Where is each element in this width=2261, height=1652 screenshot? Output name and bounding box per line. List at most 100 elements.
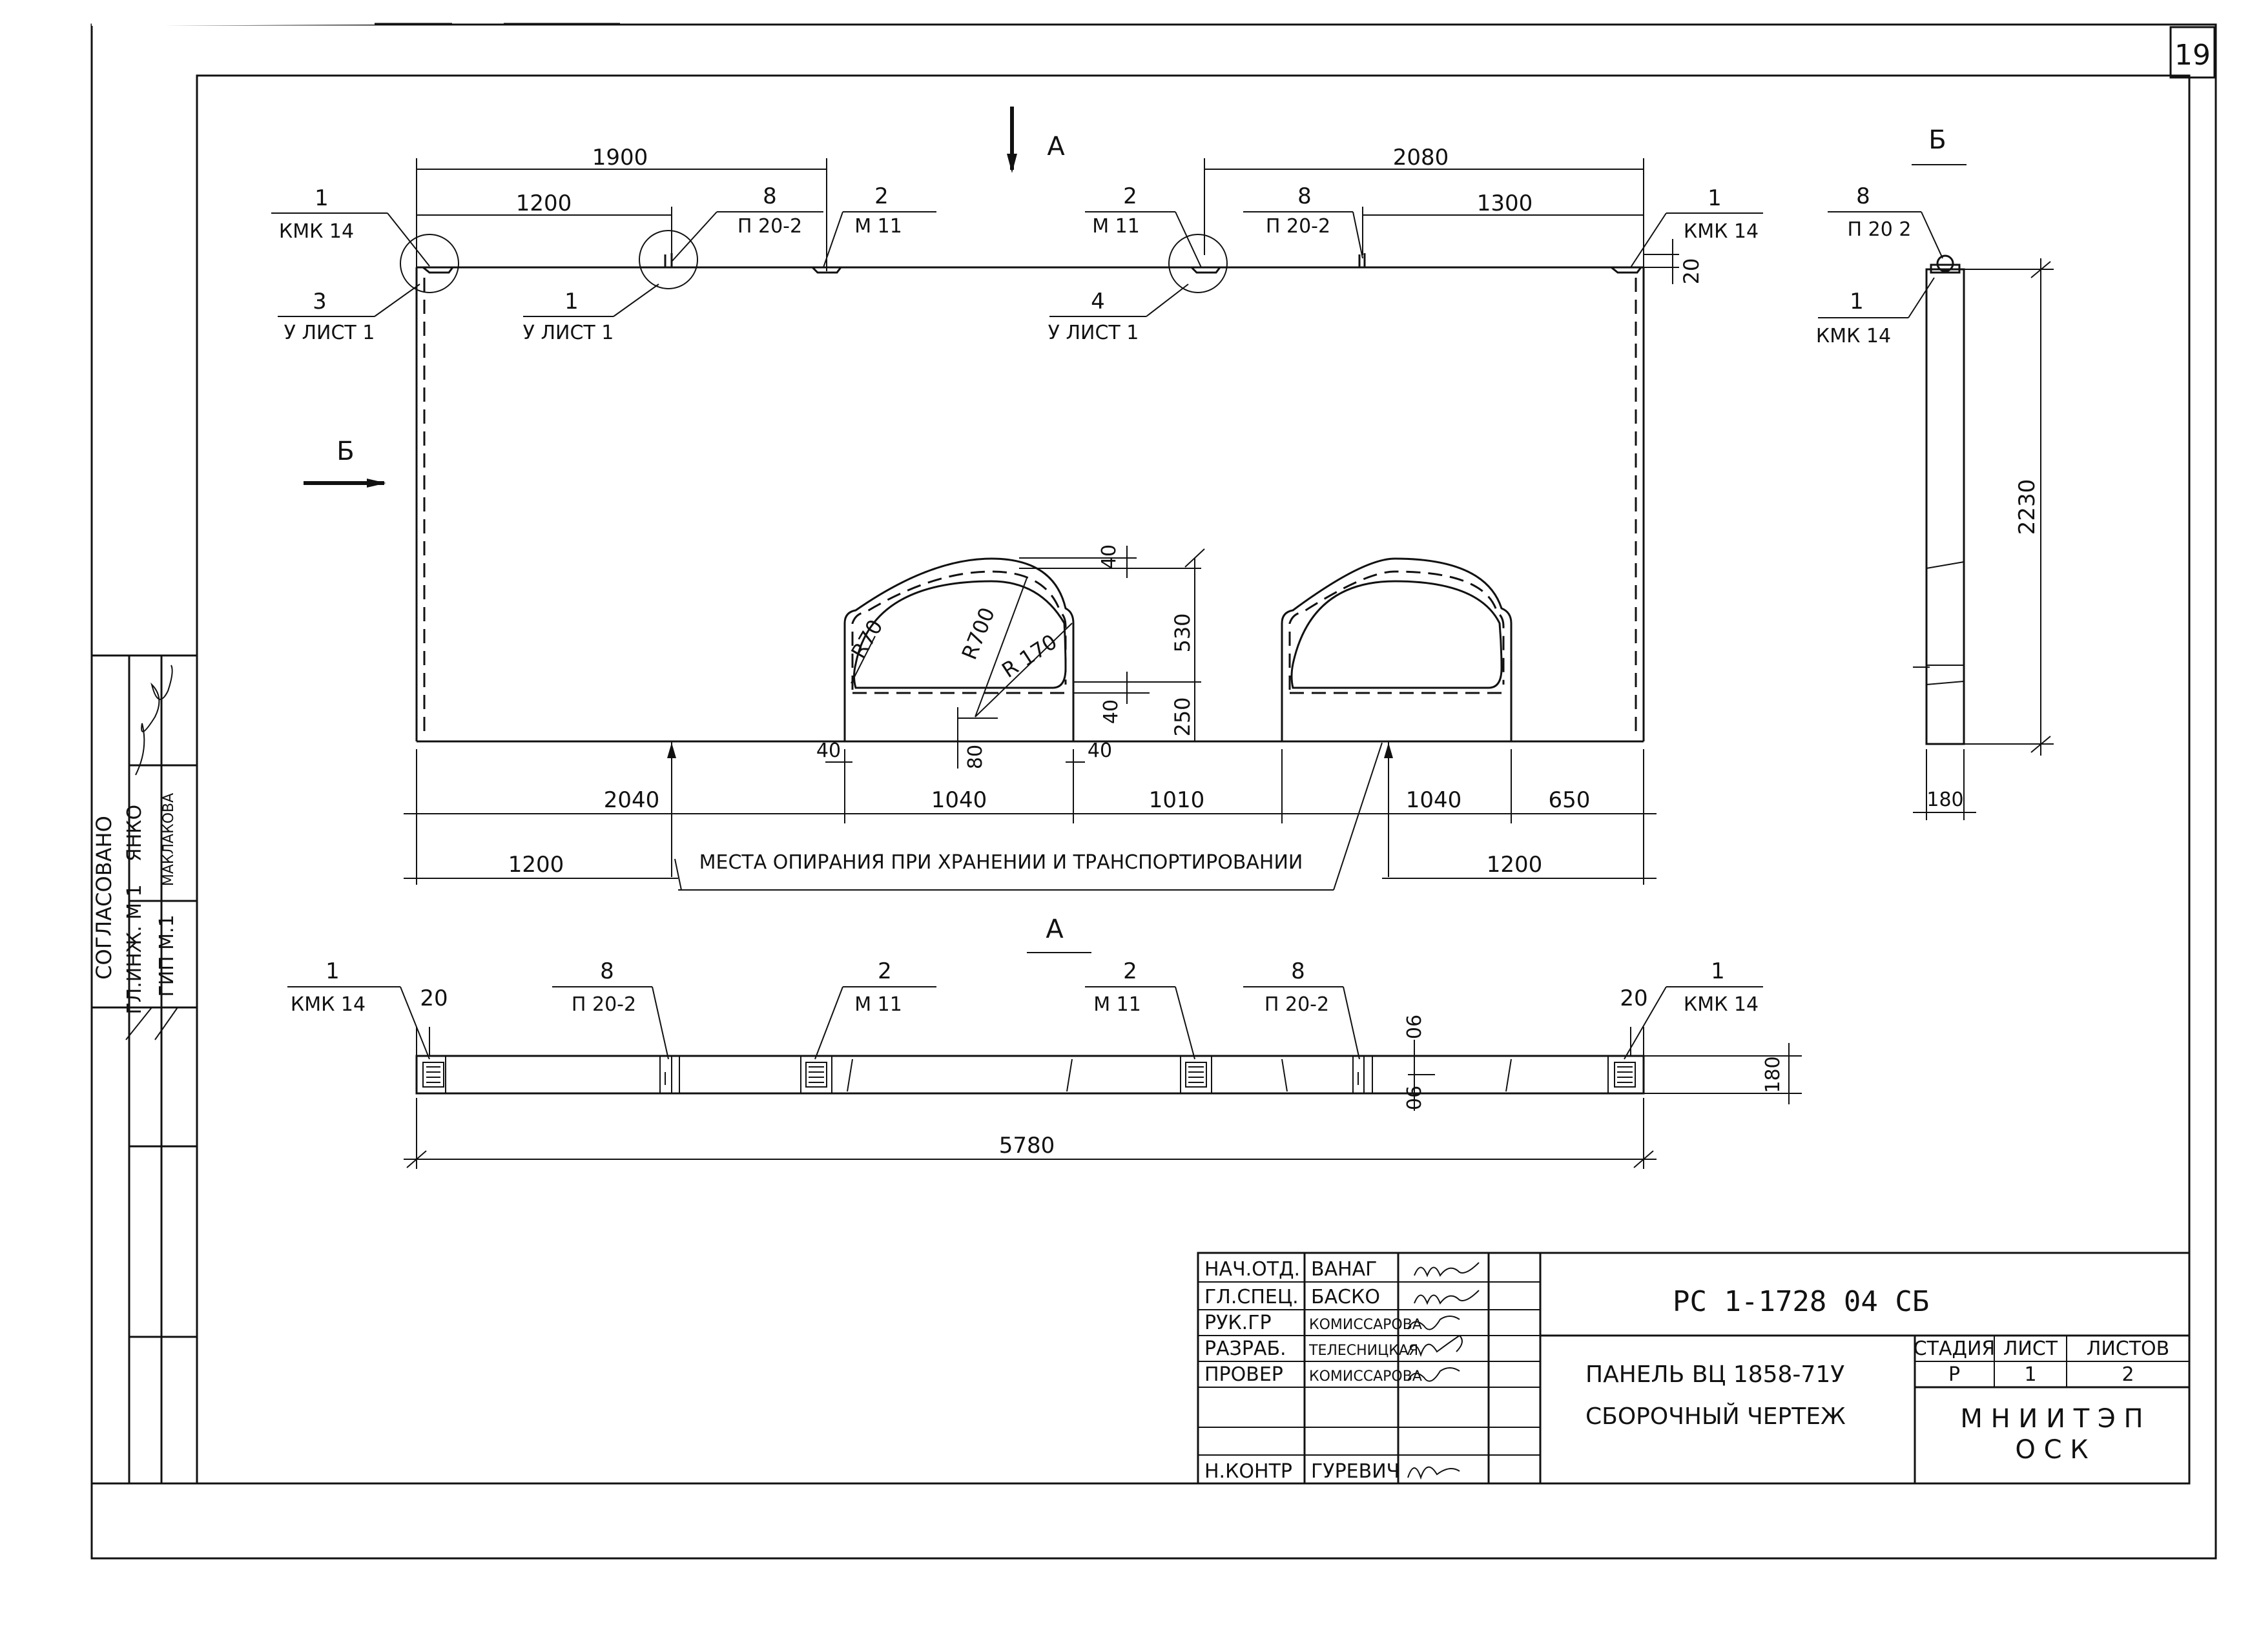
node-ref-leaders: 3 У ЛИСТ 1 1 У ЛИСТ 1 4 У ЛИСТ 1 — [278, 284, 1189, 344]
dim-1040-a: 1040 — [931, 787, 987, 813]
staff-name-4: ТЕЛЕСНИЦКАЯ — [1308, 1343, 1418, 1359]
staff-role-4: РАЗРАБ. — [1204, 1337, 1286, 1360]
dim-40-left: 40 — [816, 739, 841, 762]
section-a-edge-right: 20 — [1620, 986, 1647, 1011]
node-ref-1-num: 1 — [564, 289, 579, 315]
section-a-leader-5-label: П 20-2 — [1265, 993, 1329, 1016]
leader-top-3-num: 2 — [874, 183, 889, 209]
node-ref-1-label: У ЛИСТ 1 — [523, 322, 614, 344]
dim-20-edge: 20 — [1679, 258, 1704, 285]
leader-top-1-num: 1 — [315, 185, 329, 211]
leader-top-5-label: П 20-2 — [1266, 215, 1330, 238]
section-a-leader-2-label: П 20-2 — [572, 993, 636, 1016]
section-a-leader-5-num: 8 — [1291, 958, 1305, 984]
panel-name: ПАНЕЛЬ ВЦ 1858-71У — [1585, 1361, 1844, 1388]
org-line-2: О С К — [2015, 1435, 2088, 1465]
staff-role-7: Н.КОНТР — [1204, 1460, 1292, 1483]
header-stage: СТАДИЯ — [1914, 1337, 1996, 1360]
node-ref-3-label: У ЛИСТ 1 — [284, 322, 375, 344]
radius-r700: R700 — [957, 604, 1000, 663]
opening-left — [843, 557, 1075, 741]
dim-650: 650 — [1549, 787, 1591, 813]
dim-1200-left: 1200 — [508, 852, 564, 878]
dim-2080: 2080 — [1393, 145, 1449, 170]
section-arrow-b-label: Б — [336, 437, 354, 466]
dim-80: 80 — [964, 745, 987, 769]
dim-250: 250 — [1170, 697, 1195, 736]
dim-2040: 2040 — [604, 787, 660, 813]
node-ref-4-num: 4 — [1091, 289, 1105, 315]
staff-name-1: ВАНАГ — [1311, 1258, 1377, 1281]
staff-name-7: ГУРЕВИЧ — [1311, 1460, 1399, 1483]
section-a-leader-6-label: КМК 14 — [1684, 993, 1759, 1016]
leader-top-6-num: 1 — [1708, 185, 1722, 211]
opening-right — [1281, 557, 1512, 741]
radius-r170: R 170 — [997, 629, 1061, 683]
section-b-title: Б — [1928, 125, 1946, 155]
section-b-view: Б 8 П 20 2 1 КМК 14 2230 180 — [1816, 125, 2054, 820]
opening-dimensions: 40 530 40 250 80 R700 R 170 R70 40 40 — [816, 544, 1205, 772]
section-a-leader-3-num: 2 — [878, 958, 892, 984]
leader-top-6-label: КМК 14 — [1684, 220, 1759, 243]
dim-1300: 1300 — [1477, 191, 1533, 216]
approval-name-1: ЯНКО — [123, 805, 146, 862]
section-b-leader-top-label: П 20 2 — [1848, 218, 1912, 241]
doc-code: РС 1-1728 04 СБ — [1673, 1285, 1929, 1318]
leader-top-2-num: 8 — [763, 183, 777, 209]
bottom-dimensions-2: 1200 1200 — [404, 852, 1657, 879]
value-stage: Р — [1948, 1363, 1960, 1386]
support-note: МЕСТА ОПИРАНИЯ ПРИ ХРАНЕНИИ И ТРАНСПОРТИ… — [699, 851, 1303, 874]
staff-role-2: ГЛ.СПЕЦ. — [1204, 1286, 1299, 1308]
approval-role-2: ГИП М.1 — [156, 914, 178, 996]
dim-1900: 1900 — [592, 145, 648, 170]
dim-40-mid: 40 — [1100, 699, 1122, 724]
node-circle-3 — [400, 234, 459, 293]
node-circle-4 — [1168, 234, 1228, 293]
staff-role-3: РУК.ГР — [1204, 1312, 1272, 1334]
section-b-height: 2230 — [2014, 479, 2040, 535]
section-a-leader-3-label: М 11 — [854, 993, 902, 1016]
signatures — [1407, 1262, 1480, 1480]
section-arrow-a-label: А — [1047, 132, 1065, 161]
header-sheets: ЛИСТОВ — [2087, 1337, 2169, 1360]
leader-top-5-num: 8 — [1297, 183, 1312, 209]
value-sheets: 2 — [2122, 1363, 2134, 1386]
value-sheet: 1 — [2024, 1363, 2036, 1386]
section-a-edge-left: 20 — [420, 986, 448, 1011]
staff-name-3: КОМИССАРОВА — [1309, 1317, 1422, 1333]
top-leaders: 1 КМК 14 8 П 20-2 2 М 11 2 М 11 8 П 20-2… — [271, 183, 1763, 268]
leader-top-4-num: 2 — [1123, 183, 1137, 209]
dim-1200-top: 1200 — [516, 191, 572, 216]
node-circle-1 — [639, 230, 698, 289]
section-b-leader-side-num: 1 — [1850, 289, 1864, 315]
section-a-view: А 1 КМК 14 8 — [287, 914, 1802, 1169]
dim-530: 530 — [1170, 613, 1195, 652]
dim-40-top: 40 — [1098, 544, 1120, 569]
org-line-1: М Н И И Т Э П — [1960, 1404, 2143, 1434]
staff-role-5: ПРОВЕР — [1204, 1363, 1283, 1386]
dim-1010: 1010 — [1149, 787, 1205, 813]
leader-top-1-label: КМК 14 — [279, 220, 354, 243]
approval-role-1: ГЛ.ИНЖ. М 1 — [123, 884, 146, 1014]
section-a-leader-6-num: 1 — [1711, 958, 1725, 984]
header-sheet: ЛИСТ — [2003, 1337, 2058, 1360]
node-ref-4-label: У ЛИСТ 1 — [1048, 322, 1139, 344]
drawing-type: СБОРОЧНЫЙ ЧЕРТЕЖ — [1585, 1403, 1846, 1430]
title-block: НАЧ.ОТД. ВАНАГ ГЛ.СПЕЦ. БАСКО РУК.ГР КОМ… — [1197, 1252, 2191, 1485]
section-a-leader-2-num: 8 — [600, 958, 614, 984]
staff-role-1: НАЧ.ОТД. — [1204, 1258, 1300, 1281]
section-a-thickness: 180 — [1762, 1056, 1784, 1093]
section-a-leader-4-label: М 11 — [1093, 993, 1141, 1016]
bottom-dimensions-1: 2040 1040 1010 1040 650 — [404, 749, 1657, 885]
dim-1200-right: 1200 — [1487, 852, 1543, 878]
approval-block: СОГЛАСОВАНО ГЛ.ИНЖ. М 1 ЯНКО ГИП М.1 МАК… — [90, 654, 198, 1485]
leader-top-3-label: М 11 — [854, 215, 902, 238]
sheet-number: 19 — [2174, 39, 2211, 72]
approval-name-2: МАКЛАКОВА — [161, 793, 177, 886]
dim-1040-b: 1040 — [1406, 787, 1462, 813]
sheet-number-box — [2169, 26, 2216, 79]
leader-top-2-label: П 20-2 — [738, 215, 802, 238]
approval-signature — [135, 665, 173, 776]
section-b-leader-side-label: КМК 14 — [1816, 325, 1891, 347]
